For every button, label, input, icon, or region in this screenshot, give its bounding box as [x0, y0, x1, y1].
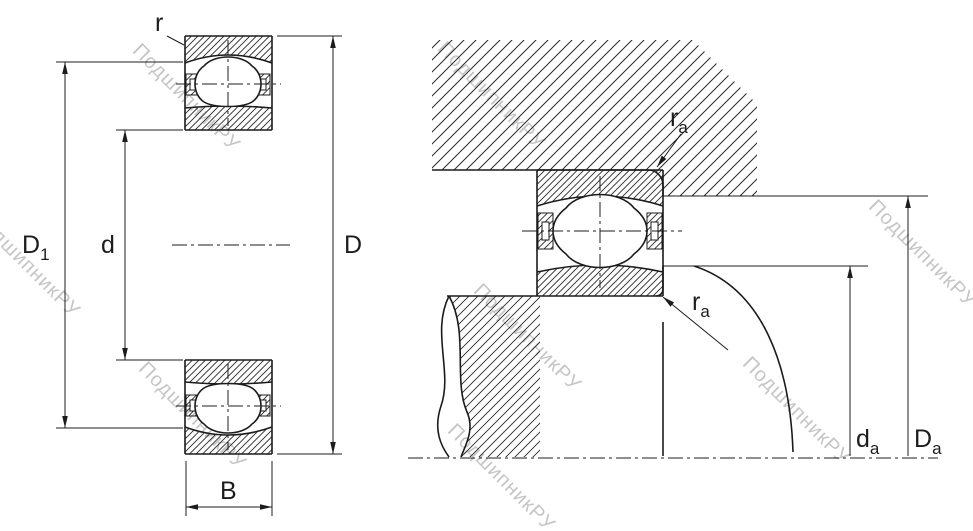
left-view: D1 d D B r: [22, 9, 362, 516]
dim-label-r: r: [155, 9, 163, 37]
dim-label-D1: D1: [22, 231, 50, 264]
shaft-hatch: [449, 296, 540, 457]
watermark-text: ПодшипникРУ: [738, 353, 854, 469]
shaft-section: [408, 265, 938, 459]
shaft-shoulder-face: [655, 266, 664, 297]
left-bearing-top-section: [176, 35, 281, 131]
dim-label-D: D: [344, 231, 362, 259]
shaft-break-line: [448, 295, 471, 458]
fillet-label-ra-top: ra: [656, 104, 688, 168]
left-bearing-bottom-section: [176, 359, 281, 455]
dimension-Da: Da: [905, 196, 942, 458]
fillet-label-ra-bottom: ra: [662, 288, 729, 351]
dim-label-ra: ra: [692, 288, 710, 321]
shaft-break-line: [436, 295, 450, 458]
dim-label-d: d: [101, 231, 115, 259]
dimension-d: d: [101, 129, 183, 361]
dimension-D1: D1: [22, 61, 183, 429]
dim-label-Da: Da: [914, 425, 942, 458]
housing-hatch: [432, 40, 757, 196]
dimension-da: da: [847, 266, 880, 458]
right-bearing-section: [522, 169, 682, 297]
dim-label-ra: ra: [670, 104, 688, 137]
right-view: ra ra da Da: [408, 40, 942, 459]
dim-label-B: B: [220, 477, 237, 505]
dimension-D: D: [277, 35, 362, 455]
watermark-text: ПодшипникРУ: [864, 196, 973, 312]
dimension-B: B: [185, 461, 273, 516]
shaft-profile-curve: [693, 265, 794, 453]
dim-label-da: da: [856, 425, 880, 458]
radius-label-r: r: [155, 9, 185, 46]
